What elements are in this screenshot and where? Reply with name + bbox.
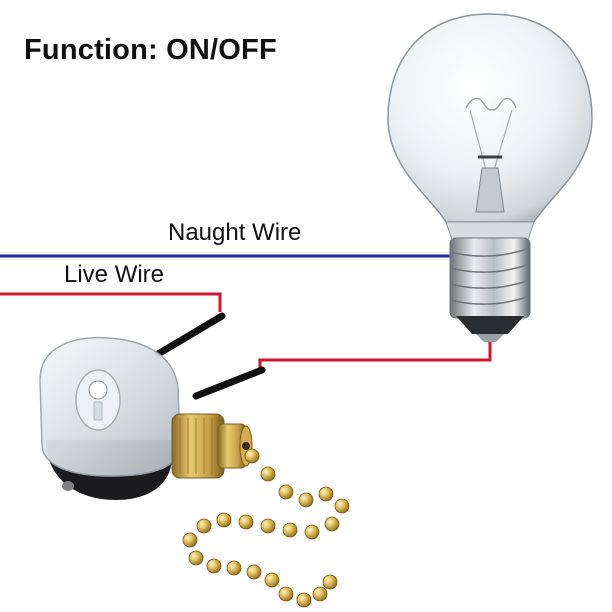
light-bulb [387,13,593,342]
chain-bead [238,514,254,530]
chain-bead [260,518,276,534]
chain-bead [324,516,340,532]
ball-chain [182,448,350,608]
live-wire-input [0,292,222,312]
switch-lead-1 [154,312,226,358]
chain-bead [196,518,212,534]
chain-bead [244,448,260,464]
chain-bead [182,532,198,548]
diagram-title: Function: ON/OFF [24,34,277,66]
chain-bead [304,524,320,540]
chain-bead [206,558,222,574]
chain-bead [322,574,338,590]
chain-bead [296,592,312,608]
chain-bead [188,550,204,566]
chain-bead [260,466,276,482]
chain-bead [334,498,350,514]
chain-bead [264,572,280,588]
live-wire-output [258,340,492,372]
bulb-stem [475,167,505,213]
bulb-screw-base [449,237,531,319]
chain-bead [312,586,328,602]
chain-bead [282,522,298,538]
live-wire-label: Live Wire [64,261,165,288]
chain-bead [298,492,314,508]
chain-bead [216,512,232,528]
chain-bead [278,484,294,500]
pull-chain-switch [39,312,266,500]
chain-bead [246,564,262,580]
chain-bead [278,586,294,602]
switch-lead-2 [192,366,266,400]
chain-bead [226,560,242,576]
chain-bead [318,486,334,502]
naught-wire-label: Naught Wire [168,219,302,246]
switch-rotor [75,369,121,431]
bulb-filament [465,97,517,111]
